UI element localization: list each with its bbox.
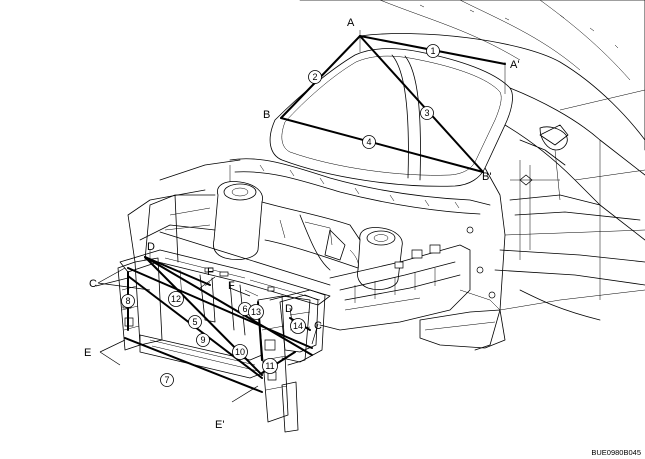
measurement-number-2: 2 <box>312 72 317 82</box>
left-front-apron <box>127 189 331 286</box>
right-side-frame <box>474 87 645 351</box>
point-label-d-left: D <box>147 241 155 253</box>
dimension-line-12 <box>144 256 211 286</box>
measurement-number-1: 1 <box>430 46 435 56</box>
measurement-number-8: 8 <box>125 296 130 306</box>
left-strut-tower <box>213 181 263 260</box>
point-label-b: B <box>263 109 270 121</box>
measurement-number-12: 12 <box>171 294 181 304</box>
point-label-d-right: D <box>285 303 293 315</box>
point-label-f-left: F <box>207 266 214 278</box>
point-label-c-right: C <box>314 320 322 332</box>
dimension-line-7 <box>124 337 263 393</box>
measurement-number-11: 11 <box>265 361 274 371</box>
point-label-f-right: F <box>228 280 235 292</box>
radiator-support-right-side <box>257 295 311 423</box>
point-label-a: A <box>347 17 355 29</box>
point-labels: A A' B B' C C D D E E' F F <box>84 17 519 431</box>
measurement-numbers: 1 2 3 4 5 6 7 8 9 10 11 12 13 14 <box>121 44 440 387</box>
measurement-number-7: 7 <box>164 375 169 385</box>
measurement-number-3: 3 <box>424 108 429 118</box>
dimension-line-5 <box>144 256 313 356</box>
right-strut-tower <box>357 227 403 290</box>
figure-code: BUE0980B045 <box>591 448 641 457</box>
measurement-number-10: 10 <box>235 347 245 357</box>
point-label-c-left: C <box>89 278 97 290</box>
measurement-number-5: 5 <box>192 317 197 327</box>
vehicle-body-structure <box>117 0 645 433</box>
point-label-e-prime: E' <box>215 419 224 431</box>
measurement-number-13: 13 <box>251 307 261 317</box>
dimension-line-4 <box>280 117 484 173</box>
measurement-number-14: 14 <box>293 321 303 331</box>
measurement-number-9: 9 <box>200 335 205 345</box>
cowl-panel <box>229 158 491 215</box>
measurement-number-6: 6 <box>242 304 247 314</box>
roof-panel <box>299 0 645 151</box>
point-label-a-prime: A' <box>510 59 519 71</box>
dimension-line-3 <box>359 35 484 173</box>
dimension-line-6 <box>127 267 313 349</box>
point-label-e: E <box>84 347 91 359</box>
point-label-b-prime: B' <box>482 171 491 183</box>
measurement-number-4: 4 <box>366 137 371 147</box>
windshield-frame <box>269 48 513 187</box>
